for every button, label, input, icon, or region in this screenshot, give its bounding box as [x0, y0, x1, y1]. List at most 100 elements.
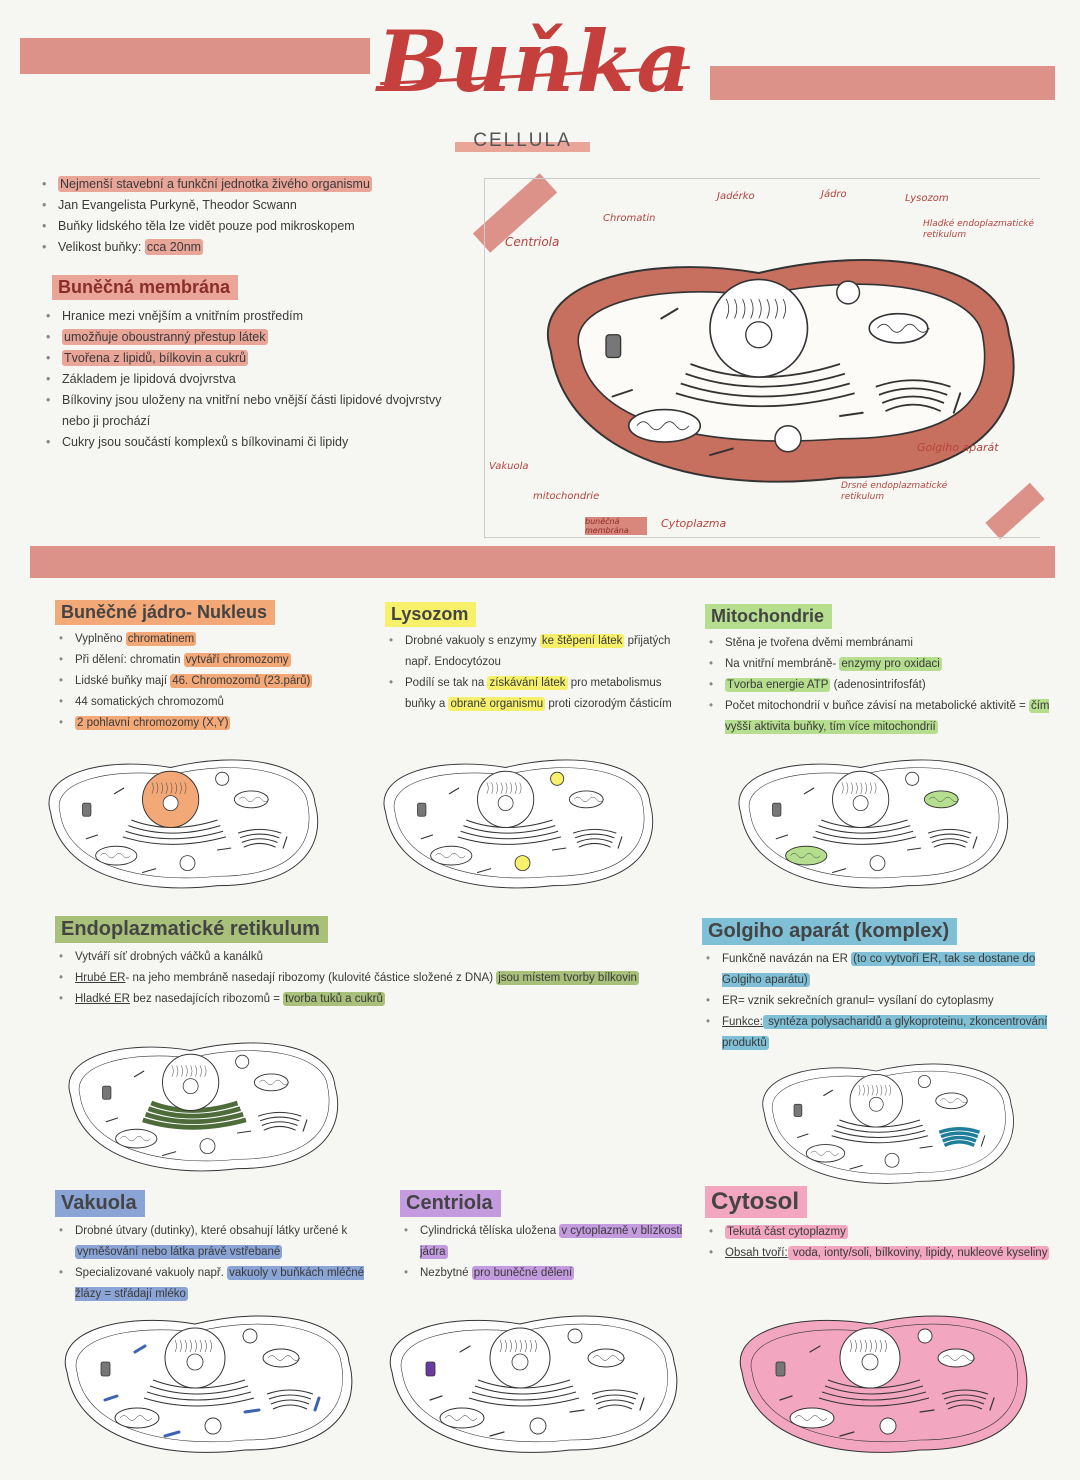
text: pro metabolismus buňky a: [405, 677, 662, 710]
section-heading: Lysozom: [385, 602, 477, 627]
chromatin: [185, 1065, 188, 1077]
highlighted-text: ke štěpení látek: [539, 634, 625, 648]
lysosome: [905, 771, 920, 786]
endoplasmic-reticulum: [685, 372, 846, 388]
vacuole: [551, 847, 567, 851]
mitochondrion: [95, 845, 138, 866]
lysosome: [567, 1328, 583, 1344]
chromatin: [505, 782, 508, 794]
endoplasmic-reticulum: [812, 836, 917, 845]
highlighted-text: Tvorba energie ATP: [725, 678, 831, 692]
section-golgi: Golgiho aparát (komplex) Funkčně navázán …: [702, 918, 1072, 1054]
text: Lidské buňky mají: [75, 675, 171, 687]
label-cytoplazma: Cytoplazma: [661, 517, 727, 530]
list-item: Nezbytné pro buněčné dělení: [400, 1263, 690, 1284]
chromatin: [889, 1084, 891, 1096]
golgi-apparatus: [259, 1116, 300, 1122]
chromatin: [195, 1065, 197, 1077]
vacuole: [569, 1409, 585, 1413]
cell-illustration-vacuole: [64, 1315, 353, 1453]
cell-diagram: Jadérko Jádro Lysozom Chromatin Centriol…: [484, 178, 1040, 538]
chromatin: [184, 1339, 187, 1353]
header-bar-right: [710, 66, 1055, 100]
cristae: [790, 853, 821, 859]
list-item: Cukry jsou součástí komplexů s bílkovina…: [42, 432, 472, 453]
chromatin: [499, 1339, 502, 1353]
text: Při dělení: chromatin: [75, 654, 184, 666]
list-item: Tvořena z lipidů, bílkovin a cukrů: [42, 348, 472, 369]
lysosome: [199, 1138, 216, 1155]
chromatin: [841, 782, 844, 794]
centriole: [775, 1361, 786, 1377]
chromatin: [509, 1339, 512, 1353]
label-mitochondrie: mitochondrie: [533, 491, 600, 502]
chromatin: [750, 298, 754, 319]
text: Jan Evangelista Purkyně, Theodor Scwann: [58, 198, 297, 212]
chromatin: [879, 1339, 882, 1353]
chromatin: [742, 298, 746, 319]
cristae: [636, 421, 690, 431]
list-item: Funkce: syntéza polysacharidů a glykopro…: [702, 1012, 1072, 1054]
vacuole: [779, 1395, 793, 1401]
endoplasmic-reticulum: [460, 830, 559, 840]
chromatin: [165, 782, 168, 794]
list-item: Obsah tvoří: voda, ionty/soli, bílkoviny…: [705, 1243, 1065, 1264]
section-cytosol: CytosolTekutá část cytoplazmyObsah tvoří…: [705, 1186, 1065, 1264]
section-heading: Cytosol: [705, 1186, 808, 1218]
section-heading: Mitochondrie: [705, 604, 832, 629]
golgi-apparatus: [942, 1135, 977, 1143]
chromatin: [864, 1339, 867, 1353]
membrane-heading: Buněčná membrána: [52, 275, 239, 300]
lysosome: [242, 1328, 258, 1344]
cristae: [942, 1355, 976, 1361]
page-subtitle: CELLULA: [455, 130, 590, 152]
cell-illustration-lysosome: [383, 759, 654, 889]
cristae: [435, 853, 466, 859]
highlighted-text: umožňuje oboustranný přestup látek: [62, 329, 268, 345]
cell-illustration-cytosol: [739, 1315, 1028, 1453]
section-heading: Golgiho aparát (komplex): [702, 918, 958, 945]
cell-illustration-nucleus: [48, 759, 319, 889]
golgi-apparatus: [938, 1127, 981, 1134]
vacuole: [420, 834, 434, 840]
list-item: 2 pohlavní chromozomy (X,Y): [55, 713, 385, 734]
endoplasmic-reticulum: [128, 825, 221, 834]
inner-membrane: [771, 1070, 1006, 1175]
vacuole: [803, 787, 815, 795]
lysosome: [917, 1074, 931, 1089]
text: Na vnitřní membráně-: [725, 658, 840, 670]
list-item: Lidské buňky mají 46. Chromozomů (23.pár…: [55, 671, 385, 692]
text: Buňky lidského těla lze vidět pouze pod …: [58, 219, 355, 233]
section-list: Funkčně navázán na ER (to co vytvoří ER,…: [702, 949, 1072, 1054]
mitochondrion: [430, 845, 473, 866]
cell-illustration-mito: [738, 759, 1009, 889]
endoplasmic-reticulum: [680, 382, 850, 398]
text: (adenosintrifosfát): [830, 679, 926, 691]
highlighted-text: 2 pohlavní chromozomy (X,Y): [75, 716, 231, 730]
page-title: Buňka: [377, 12, 693, 111]
chromatin: [766, 298, 770, 319]
cristae: [573, 796, 605, 802]
vacuole: [952, 392, 962, 414]
chromatin: [184, 782, 187, 794]
lysosome: [774, 425, 802, 453]
highlighted-text: obraně organismu: [448, 697, 546, 711]
vacuole: [236, 1130, 252, 1134]
chromatin: [496, 782, 498, 794]
text: Funkčně navázán na ER: [722, 953, 852, 965]
golgi-apparatus: [929, 833, 970, 839]
list-item: 44 somatických chromozomů: [55, 692, 385, 713]
highlighted-text: vytváří chromozomy: [183, 653, 291, 667]
intro-list: Nejmenší stavební a funkční jednotka živ…: [38, 174, 468, 258]
chromatin: [782, 298, 786, 319]
golgi-apparatus: [239, 833, 280, 839]
nucleolus: [186, 1353, 204, 1371]
chromatin: [524, 1339, 527, 1353]
chromatin: [204, 1339, 207, 1353]
section-vacuole: VakuolaDrobné útvary (dutinky), které ob…: [55, 1190, 385, 1305]
label-chromatin: Chromatin: [603, 213, 656, 224]
lysosome: [204, 1417, 222, 1435]
mitochondrion: [627, 408, 702, 443]
list-item: Jan Evangelista Purkyně, Theodor Scwann: [38, 195, 468, 216]
chromatin: [734, 298, 738, 319]
